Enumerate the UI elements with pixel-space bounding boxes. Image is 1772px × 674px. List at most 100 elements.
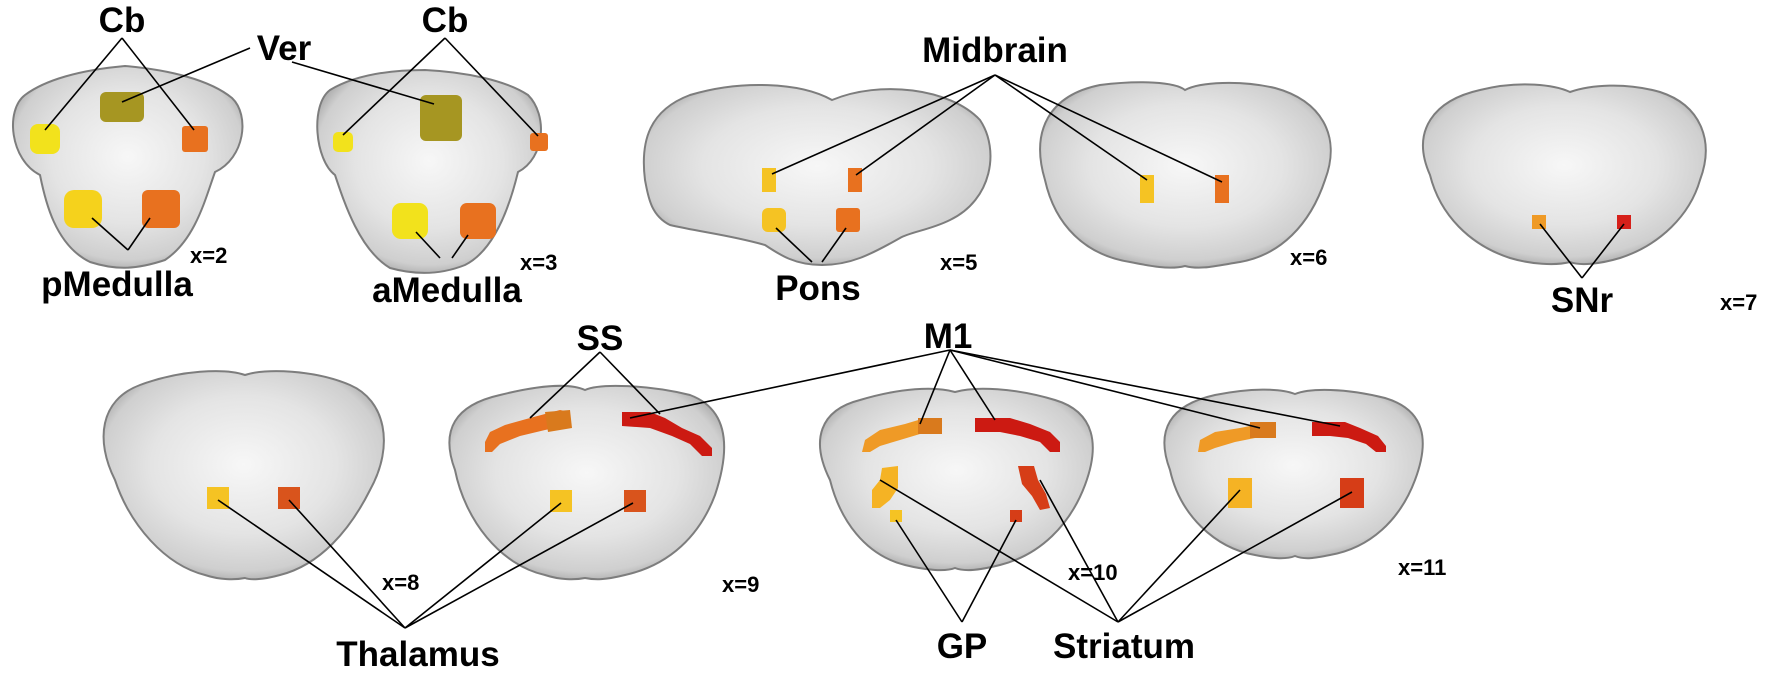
leader-midbrain-2 [855, 74, 996, 176]
slice-label-x5: x=5 [940, 250, 977, 275]
leader-midbrain-4 [994, 74, 1223, 183]
leader-ver-x2 [121, 47, 251, 103]
leader-pmedulla-left [91, 217, 129, 251]
label-ver: Ver [257, 29, 312, 68]
midbrain-right-region-x6 [1215, 175, 1229, 203]
slice-label-x7: x=7 [1720, 290, 1757, 315]
cb-left-region-x2 [30, 124, 60, 154]
leader-m1-2 [919, 349, 951, 425]
label-m1: M1 [924, 317, 973, 356]
slice-x3: x=3 [316, 68, 557, 275]
brain-section-x5 [642, 83, 992, 267]
cb-left-region-x3 [333, 132, 353, 152]
leader-striatum-1 [879, 479, 1119, 623]
leader-ss-left [529, 351, 601, 419]
label-ss: SS [577, 319, 624, 358]
leader-amedulla-right [451, 234, 469, 259]
m1-right-region-x10 [975, 418, 1060, 452]
leader-midbrain-1 [771, 74, 996, 175]
cb-right-region-x2 [182, 126, 208, 152]
slice-label-x11: x=11 [1398, 555, 1446, 580]
label-gp: GP [937, 627, 988, 666]
leader-pons-right [821, 227, 847, 263]
m1-right-region-x9 [622, 412, 712, 456]
leader-ss-right [599, 351, 661, 415]
ver-region-x3 [420, 95, 462, 141]
label-pmedulla: pMedulla [41, 265, 193, 304]
brain-section-x7 [1422, 83, 1707, 266]
leader-snr-right [1581, 223, 1625, 279]
slice-label-x2: x=2 [190, 243, 227, 268]
leader-pmedulla-right [127, 217, 151, 251]
m1-right-region-x11 [1312, 422, 1386, 452]
leader-cb2-right [444, 37, 539, 137]
leader-striatum-2 [1039, 479, 1119, 623]
leader-snr-left [1539, 223, 1583, 279]
slice-x8: x=8 [102, 370, 419, 595]
striatum-right-region-x11 [1340, 478, 1364, 508]
striatum-left-region-x11 [1228, 478, 1252, 508]
gp-left-region-x10 [890, 510, 902, 522]
leader-midbrain-3 [994, 74, 1148, 181]
brain-section-x10 [819, 387, 1094, 572]
label-thalamus: Thalamus [336, 635, 499, 674]
leader-striatum-3 [1117, 489, 1241, 623]
leader-m1-4 [949, 349, 1261, 429]
midbrain-left-region-x6 [1140, 175, 1154, 203]
pmedulla-right-region-x2 [142, 190, 180, 228]
snr-right-region-x7 [1617, 215, 1631, 229]
leader-gp-left [895, 519, 963, 623]
leader-amedulla-left [415, 231, 441, 259]
slice-x9: x=9 [448, 384, 759, 597]
label-midbrain: Midbrain [922, 31, 1068, 70]
ver-region-x2 [100, 92, 144, 122]
thalamus-right-region-x9 [624, 490, 646, 512]
slice-label-x6: x=6 [1290, 245, 1327, 270]
leader-ver-x3 [291, 61, 435, 105]
midbrain-left-region-x5 [762, 168, 776, 192]
striatum-right-region-x10 [1018, 466, 1050, 510]
slice-x7: x=7 [1422, 83, 1757, 315]
thalamus-right-region-x8 [278, 487, 300, 509]
m1-left-inner-x11 [1250, 422, 1276, 438]
leader-striatum-4 [1117, 491, 1353, 623]
label-pons: Pons [775, 269, 861, 308]
slice-x5: x=5 [642, 83, 992, 275]
brain-section-x11 [1163, 388, 1424, 560]
leader-thalamus-1 [217, 499, 406, 629]
m1-left-inner-x10 [918, 418, 942, 434]
label-cb-1: Cb [99, 1, 146, 40]
leader-m1-3 [949, 349, 996, 421]
pons-left-region-x5 [762, 208, 786, 232]
label-striatum: Striatum [1053, 627, 1195, 666]
slice-x11: x=11 [1163, 388, 1446, 580]
leader-thalamus-3 [404, 502, 562, 629]
slice-x2: x=2 [12, 64, 244, 269]
cb-right-region-x3 [530, 133, 548, 151]
pons-right-region-x5 [836, 208, 860, 232]
leader-thalamus-2 [288, 499, 406, 629]
leader-cb1-right [121, 37, 195, 131]
slice-label-x3: x=3 [520, 250, 557, 275]
brain-section-x8 [102, 370, 385, 581]
brain-section-x9 [448, 384, 726, 581]
leader-m1-5 [949, 349, 1341, 427]
amedulla-right-region-x3 [460, 203, 496, 239]
leader-pons-left [775, 227, 813, 263]
slice-label-x10: x=10 [1068, 560, 1118, 585]
label-cb-2: Cb [422, 1, 469, 40]
region-labels: Cb Ver Cb Midbrain pMedulla aMedulla Pon… [41, 1, 1613, 674]
slice-x10: x=10 [819, 387, 1118, 585]
leader-cb1-left [44, 37, 123, 131]
gp-right-region-x10 [1010, 510, 1022, 522]
label-snr: SNr [1551, 281, 1614, 320]
slice-label-x8: x=8 [382, 570, 419, 595]
leader-cb2-left [342, 37, 446, 136]
ss-left-inner-x9 [545, 410, 572, 432]
amedulla-left-region-x3 [392, 203, 428, 239]
brain-section-x6 [1039, 81, 1332, 269]
label-amedulla: aMedulla [372, 271, 522, 310]
striatum-left-region-x10 [872, 466, 898, 508]
slice-label-x9: x=9 [722, 572, 759, 597]
